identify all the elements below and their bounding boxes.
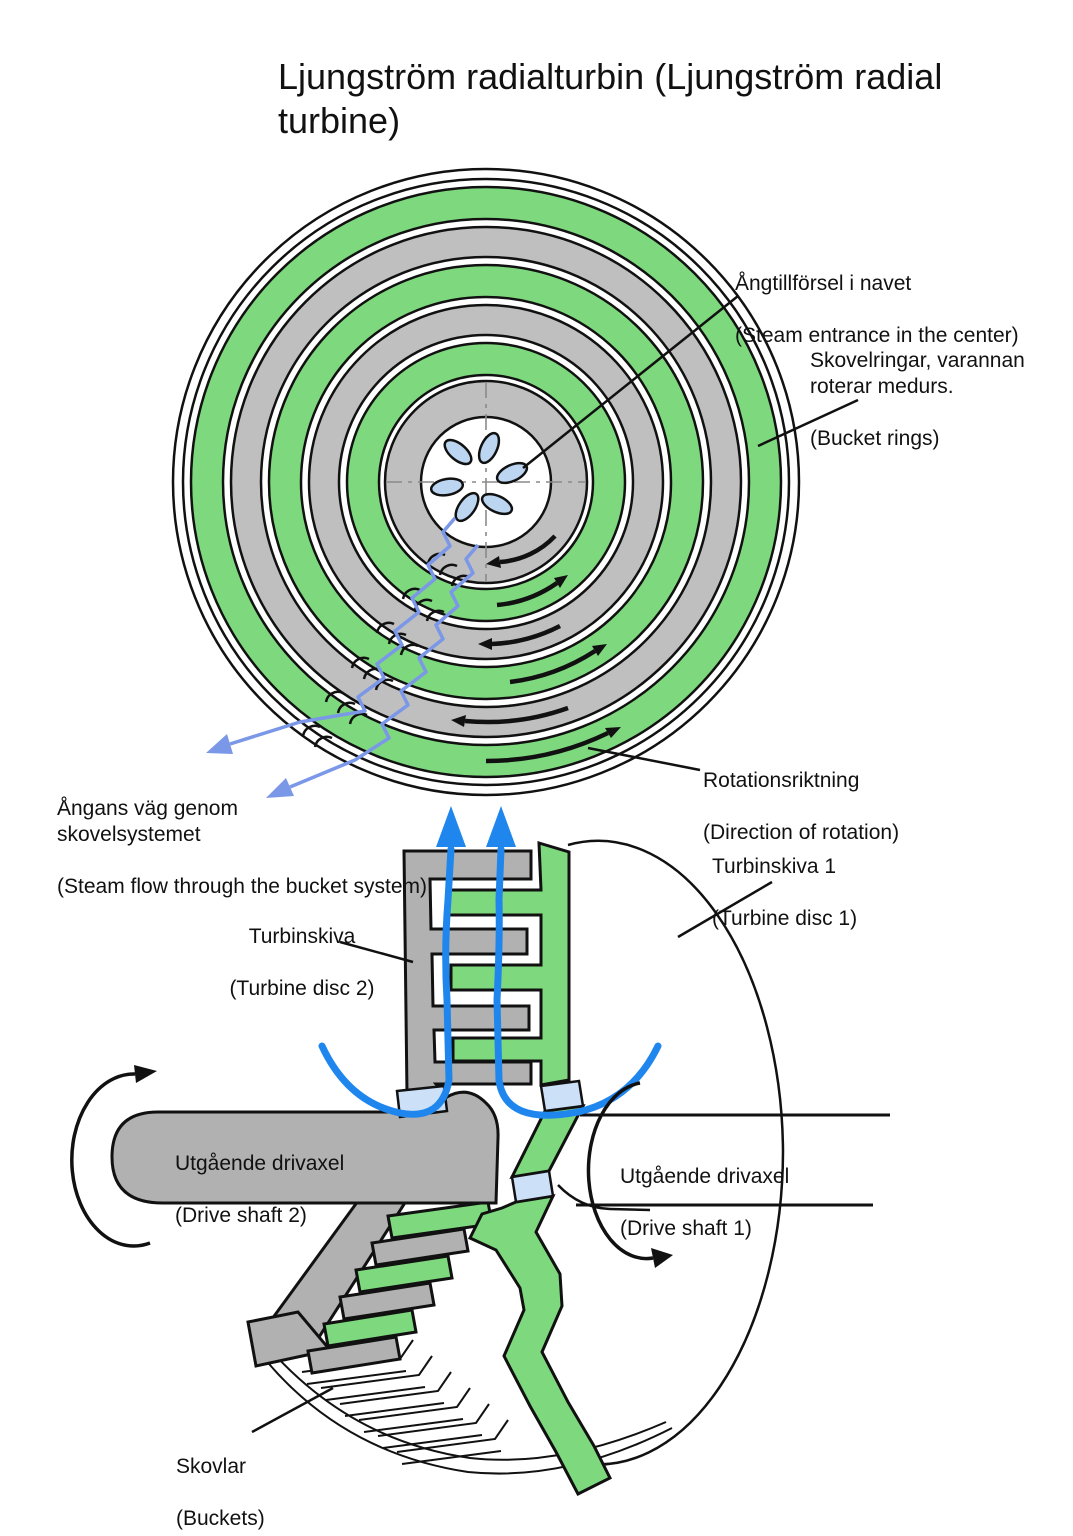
steam-arrow-icon [266, 778, 294, 798]
nozzle-icon [443, 438, 473, 466]
arrow-icon [478, 638, 492, 650]
label-steam-entrance: Ångtillförsel i navet (Steam entrance in… [735, 245, 1065, 375]
drive-shaft1-outline [576, 1113, 890, 1207]
gray-row [306, 1335, 402, 1375]
label-disc2-sv: Turbinskiva [248, 925, 356, 949]
steam-up-arrow-icon [436, 806, 466, 847]
label-shaft2: Utgående drivaxel (Drive shaft 2) [175, 1125, 395, 1255]
label-shaft1-sv: Utgående drivaxel [620, 1165, 790, 1189]
steam-up-arrow-icon [486, 806, 516, 847]
bucket-ring-green-3 [347, 343, 625, 621]
label-bucket-rings-sv: Skovelringar, varannan roterar medurs. [810, 349, 1025, 399]
pointer-steam-entrance [522, 295, 739, 469]
label-steam-entrance-sv: Ångtillförsel i navet [735, 272, 912, 296]
casing-inner-circle [181, 177, 791, 787]
ring-edges [189, 185, 783, 779]
gray-row [338, 1281, 436, 1321]
steam-arrow-icon [206, 734, 233, 754]
section-steam-flow [318, 806, 662, 1119]
label-shaft2-en: (Drive shaft 2) [175, 1204, 307, 1228]
arrow-icon [651, 1248, 673, 1268]
disc1-outline [567, 839, 785, 1466]
label-bucket-rings: Skovelringar, varannan roterar medurs. (… [810, 322, 1046, 478]
nozzle-icon [480, 492, 514, 516]
nozzle-icon [429, 477, 465, 497]
arrow-icon [486, 556, 501, 568]
arrow-icon [592, 644, 607, 656]
steam-flow-path [206, 516, 480, 798]
bearing-green-upper [539, 1079, 585, 1113]
green-row [354, 1254, 454, 1294]
label-bucket-rings-en: (Bucket rings) [810, 427, 940, 451]
nozzle-icon [454, 491, 480, 523]
gray-row [370, 1227, 470, 1267]
bearing-green-lower [510, 1169, 555, 1204]
title-sv: Ljungström radialturbin [278, 56, 645, 97]
page-title: Ljungström radialturbin (Ljungström radi… [278, 55, 1073, 143]
label-disc1: Turbinskiva 1 (Turbine disc 1) [712, 828, 952, 958]
pointer-buckets [251, 1386, 334, 1434]
shaft-rotation-arrows [70, 1065, 673, 1268]
arrow-icon [451, 715, 466, 727]
label-disc2-en: (Turbine disc 2) [229, 977, 375, 1001]
nozzle-icon [477, 431, 501, 465]
label-shaft2-sv: Utgående drivaxel [175, 1152, 345, 1176]
title-en: (Ljungström radial turbine) [278, 56, 943, 141]
label-disc1-en: (Turbine disc 1) [712, 907, 858, 931]
green-row [322, 1308, 418, 1348]
rim-crescent-inner [260, 1338, 667, 1461]
arrow-icon [605, 727, 621, 738]
bucket-ring-green-2 [269, 265, 703, 699]
arrow-icon [554, 575, 568, 588]
pointer-bucket-rings [757, 398, 859, 448]
bucket-blades [301, 1339, 509, 1465]
label-buckets: Skovlar (Buckets) [176, 1428, 356, 1536]
label-steam-entrance-en: (Steam entrance in the center) [735, 324, 1019, 348]
label-disc1-sv: Turbinskiva 1 [712, 855, 837, 879]
diagonal-bucket-rows [306, 1200, 494, 1375]
radial-view [171, 167, 859, 798]
label-disc2: Turbinskiva (Turbine disc 2) [222, 898, 382, 1028]
label-steam-flow: Ångans väg genom skovelsystemet (Steam f… [57, 770, 427, 926]
label-rotation-sv: Rotationsriktning [703, 769, 860, 793]
label-buckets-sv: Skovlar [176, 1455, 247, 1479]
label-rotation-en: (Direction of rotation) [703, 821, 900, 845]
centerline-crosshair [386, 382, 586, 582]
ring-rotation-arrows [451, 534, 621, 764]
label-steam-flow-sv: Ångans väg genom skovelsystemet [57, 797, 238, 847]
label-steam-flow-en: (Steam flow through the bucket system) [57, 875, 427, 899]
drive-shaft2-body [110, 1090, 500, 1205]
label-shaft1-en: (Drive shaft 1) [620, 1217, 752, 1241]
pointer-disc1 [677, 880, 773, 939]
label-buckets-en: (Buckets) [176, 1507, 265, 1531]
disc1-web-lower [467, 1194, 613, 1496]
arrow-icon [134, 1065, 157, 1083]
disc2-comb [402, 849, 533, 1096]
label-shaft1: Utgående drivaxel (Drive shaft 1) [620, 1138, 840, 1268]
label-rotation: Rotationsriktning (Direction of rotation… [703, 742, 963, 872]
pointer-disc2 [339, 940, 414, 964]
pointer-rotation [587, 746, 701, 772]
section-view [70, 806, 890, 1496]
pointer-shaft1 [557, 1184, 651, 1212]
casing-outer-circle [171, 167, 801, 797]
